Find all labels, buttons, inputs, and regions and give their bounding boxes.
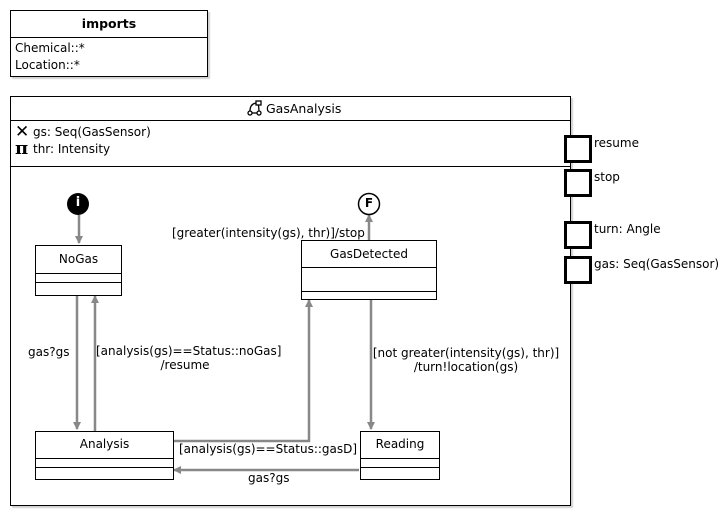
initial-node-glyph: i: [75, 195, 81, 210]
label-nogas-analysis: gas?gs: [28, 345, 70, 359]
state-machine-header: GasAnalysis: [11, 97, 570, 121]
state-machine-icon: [247, 100, 263, 116]
variables-section: ✕ gs: Seq(GasSensor) π thr: Intensity: [11, 121, 570, 167]
port-stop[interactable]: [564, 169, 592, 197]
constant-thr: thr: Intensity: [33, 142, 111, 156]
import-item: Chemical::*: [15, 41, 85, 55]
import-item: Location::*: [15, 58, 80, 72]
label-reading-analysis: gas?gs: [248, 471, 290, 485]
label-analysis-gasdetected: [analysis(gs)==Status::gasD]: [179, 442, 358, 456]
label-gasdetected-reading-action: /turn!location(gs): [413, 360, 519, 374]
label-analysis-nogas-action: /resume: [160, 358, 210, 372]
port-turn[interactable]: [564, 221, 592, 249]
imports-title: imports: [11, 11, 207, 38]
port-label-gas: gas: Seq(GasSensor): [594, 257, 720, 271]
label-gasdetected-final: [greater(intensity(gs), thr)]/stop: [172, 226, 365, 240]
label-analysis-nogas-guard: [analysis(gs)==Status::noGas]: [96, 344, 282, 358]
state-name: Analysis: [79, 437, 130, 451]
state-name: GasDetected: [330, 247, 408, 261]
port-label-turn: turn: Angle: [594, 222, 661, 236]
variable-x-icon: ✕: [15, 122, 30, 142]
variable-gs: gs: Seq(GasSensor): [33, 125, 151, 139]
state-machine-box[interactable]: GasAnalysis ✕ gs: Seq(GasSensor) π thr: …: [10, 96, 571, 506]
state-machine-title: GasAnalysis: [266, 100, 342, 116]
final-node-glyph: F: [364, 196, 374, 210]
label-gasdetected-reading-guard: [not greater(intensity(gs), thr)]: [372, 346, 560, 360]
port-label-resume: resume: [594, 136, 639, 150]
constant-pi-icon: π: [15, 138, 29, 159]
state-analysis[interactable]: Analysis: [35, 431, 174, 480]
label-analysis-nogas: [analysis(gs)==Status::noGas] /resume: [96, 344, 282, 372]
state-name: Reading: [375, 437, 425, 451]
port-resume[interactable]: [564, 135, 592, 163]
state-reading[interactable]: Reading: [360, 431, 440, 480]
port-gas[interactable]: [564, 256, 592, 284]
final-node[interactable]: [357, 192, 381, 216]
state-gasdetected[interactable]: GasDetected: [301, 240, 437, 300]
label-gasdetected-reading: [not greater(intensity(gs), thr)] /turn!…: [372, 346, 560, 374]
transition-analysis-gasdetected[interactable]: [173, 299, 313, 443]
initial-node[interactable]: [67, 193, 89, 215]
imports-box[interactable]: imports Chemical::* Location::*: [10, 10, 208, 77]
port-label-stop: stop: [594, 170, 620, 184]
state-name: NoGas: [58, 252, 99, 266]
state-nogas[interactable]: NoGas: [35, 245, 122, 296]
